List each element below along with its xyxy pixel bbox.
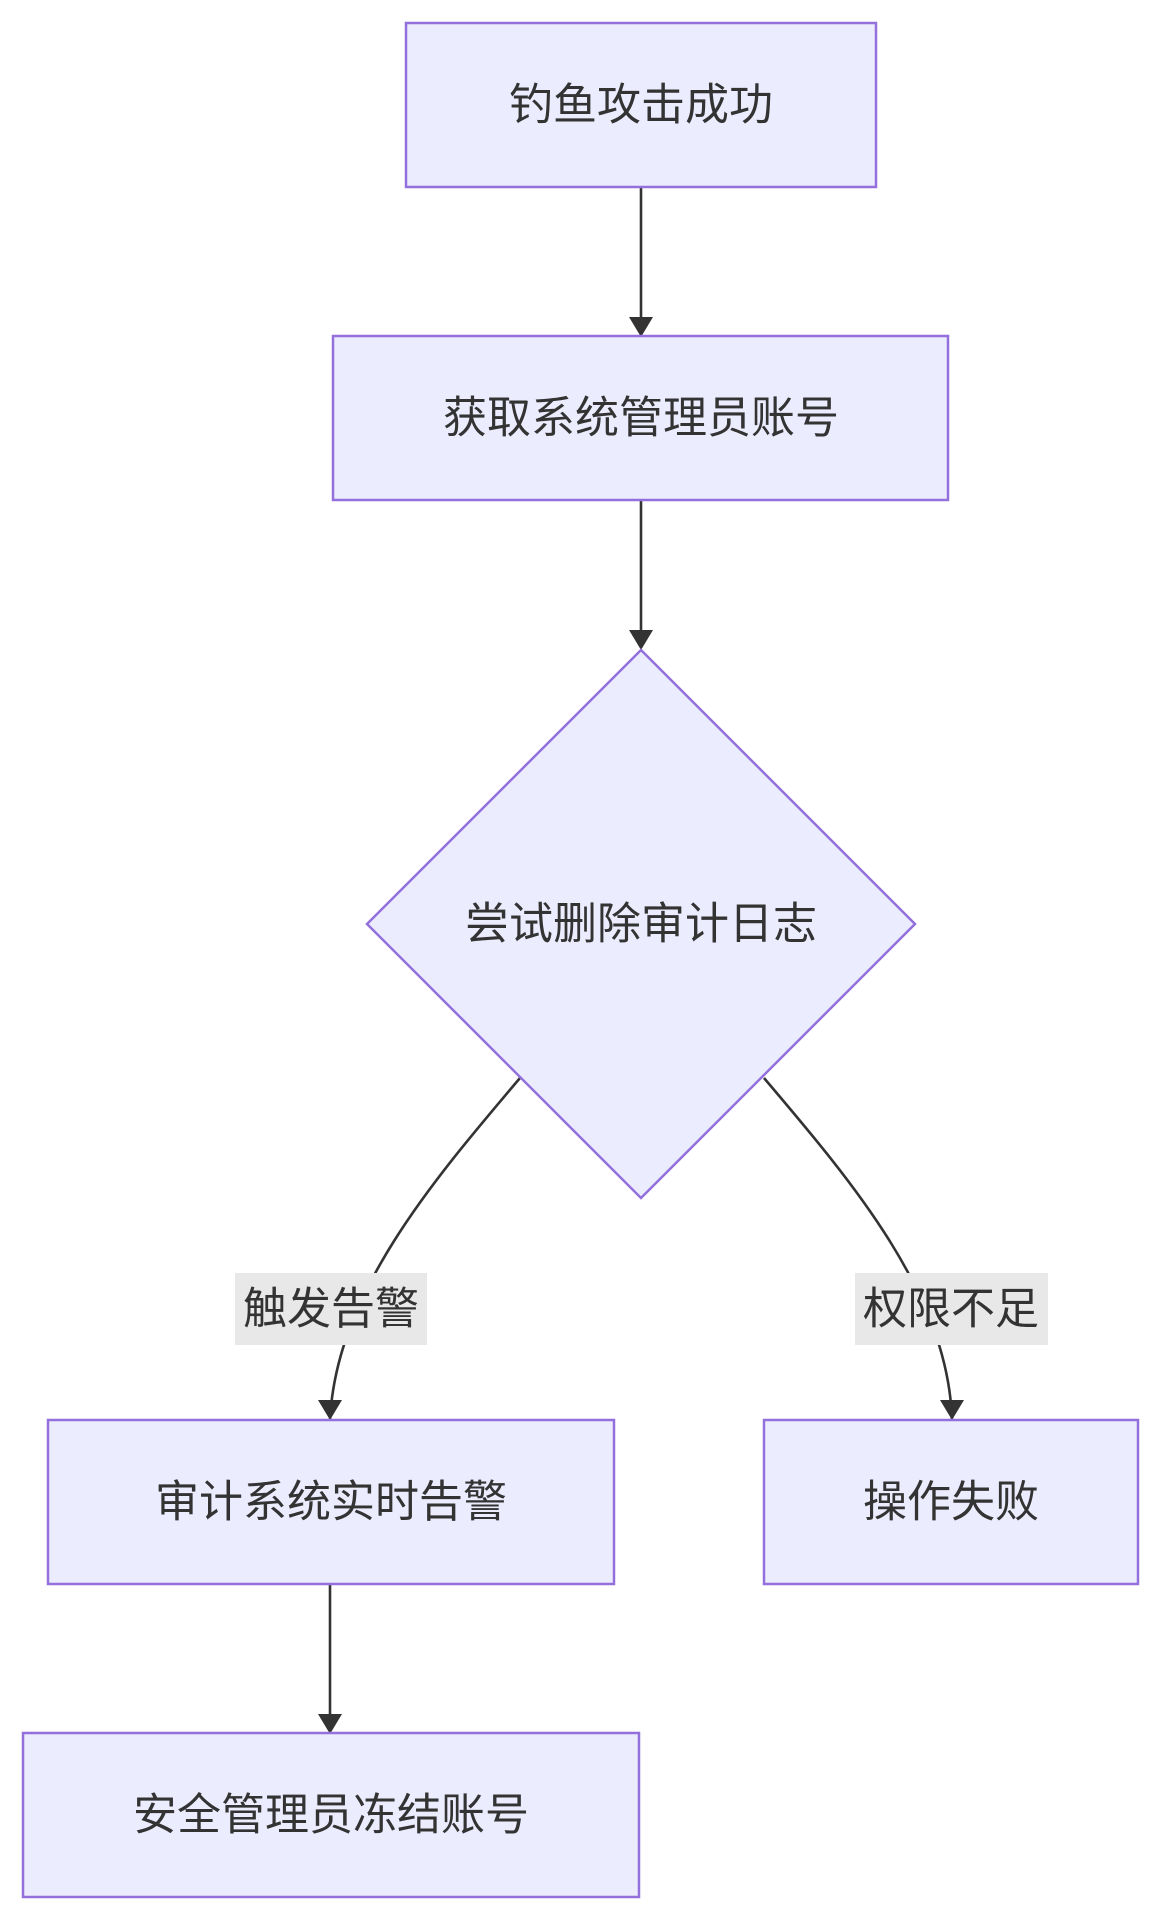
node-obtain-admin-account: 获取系统管理员账号 — [331, 334, 950, 502]
node-security-admin-freeze: 安全管理员冻结账号 — [21, 1731, 641, 1899]
edge-label-trigger-alert-text: 触发告警 — [243, 1284, 419, 1335]
node-try-delete-audit-log-label: 尝试删除审计日志 — [465, 899, 817, 950]
edge-label-insufficient-permission-text: 权限不足 — [863, 1284, 1039, 1335]
edge-phishing-to-obtain — [629, 187, 653, 337]
node-audit-realtime-alert: 审计系统实时告警 — [46, 1418, 616, 1586]
node-phishing-success-label: 钓鱼攻击成功 — [509, 80, 773, 131]
node-phishing-success: 钓鱼攻击成功 — [404, 21, 878, 189]
edge-label-trigger-alert: 触发告警 — [235, 1273, 427, 1345]
edge-label-insufficient-permission: 权限不足 — [855, 1273, 1048, 1345]
edge-alert-to-freeze — [318, 1584, 342, 1734]
node-operation-failed-label: 操作失败 — [863, 1477, 1039, 1528]
edge-decision-to-failed — [763, 1077, 964, 1421]
node-operation-failed: 操作失败 — [762, 1418, 1140, 1586]
node-try-delete-audit-log: 尝试删除审计日志 — [365, 648, 917, 1200]
node-security-admin-freeze-label: 安全管理员冻结账号 — [133, 1790, 529, 1841]
edge-decision-to-alert — [318, 1077, 521, 1421]
node-obtain-admin-account-label: 获取系统管理员账号 — [443, 393, 839, 444]
node-audit-realtime-alert-label: 审计系统实时告警 — [155, 1477, 507, 1528]
edge-obtain-to-decision — [629, 500, 653, 650]
